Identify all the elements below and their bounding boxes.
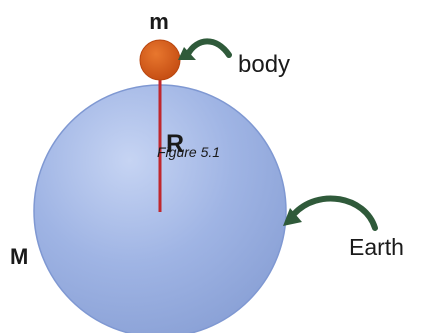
large-mass-label: M <box>10 244 28 269</box>
earth-label: Earth <box>349 234 404 260</box>
small-mass-label: m <box>149 9 169 34</box>
body-circle <box>140 40 180 80</box>
earth-arrow-icon <box>283 198 375 228</box>
body-arrow-icon <box>178 41 229 60</box>
body-label: body <box>238 51 290 78</box>
figure-caption: Figure 5.1 <box>157 144 220 160</box>
